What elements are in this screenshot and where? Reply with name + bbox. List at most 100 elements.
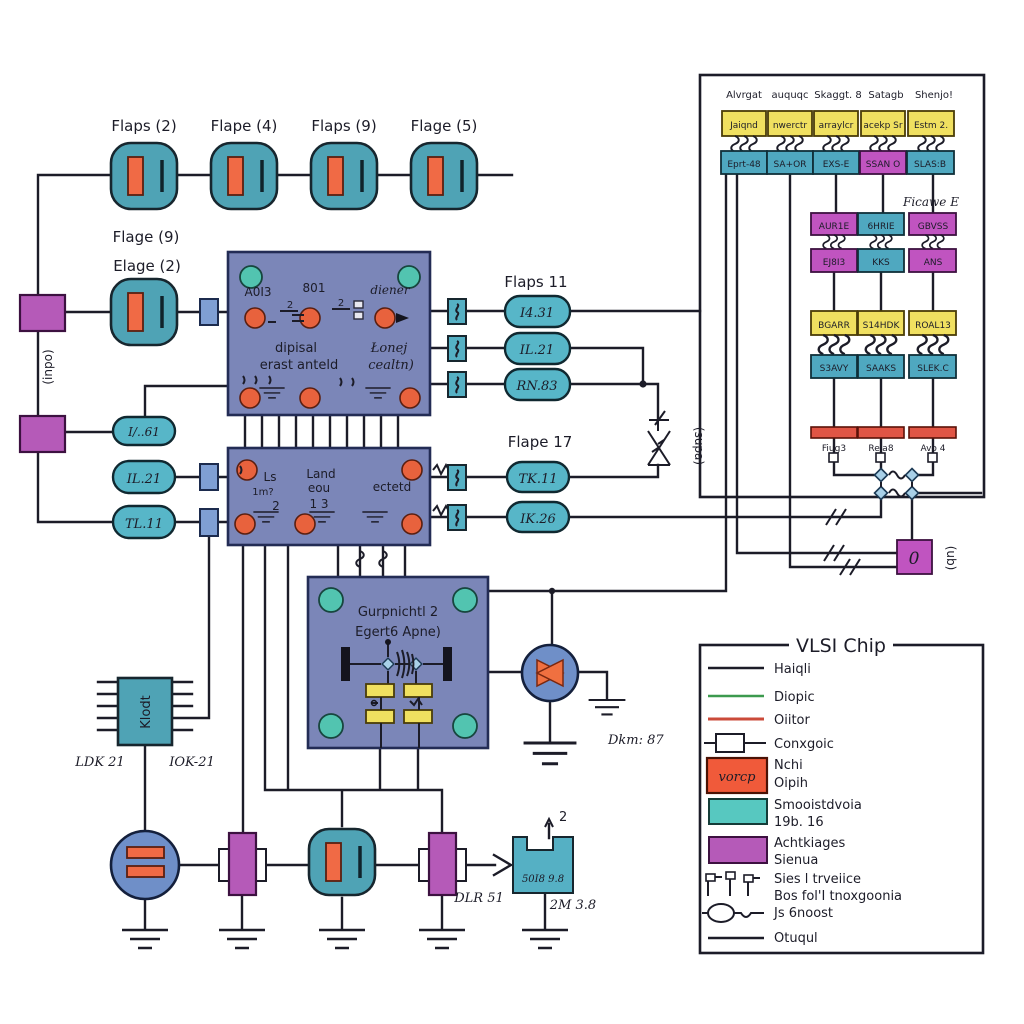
panel-yellow-box bbox=[907, 110, 955, 137]
block2-pin bbox=[401, 513, 423, 535]
legend: VLSI Chip Haiqli Diopic Oiitor Conxgoic … bbox=[698, 633, 985, 955]
legend-label-8a: Sies l trveiice bbox=[774, 872, 861, 887]
block1-output-connectors: Flaps 11 I4.31 IL.21 RN.83 bbox=[447, 273, 572, 402]
inpo-label: (inpo) bbox=[41, 349, 55, 384]
junction-dot bbox=[639, 380, 647, 388]
resistor-squiggle bbox=[823, 235, 845, 249]
flap-label-2: Flape (4) bbox=[211, 117, 278, 135]
block2-pin bbox=[294, 513, 316, 535]
legend-label-2: Diopic bbox=[774, 690, 815, 705]
legend-teal-swatch bbox=[708, 798, 768, 825]
figure-label: Ficawe E bbox=[902, 195, 959, 209]
resistor-squiggle bbox=[918, 136, 944, 152]
block1-t6: Łonej bbox=[370, 341, 408, 356]
ic-block-3: Gurpnichtl 2 Egert6 Apne) bbox=[306, 575, 490, 750]
legend-label-5a: Nchi bbox=[774, 758, 803, 773]
flap-label-1: Flaps (2) bbox=[111, 117, 176, 135]
pill-tl11 bbox=[111, 504, 177, 540]
pill-il21-right bbox=[503, 331, 572, 366]
connector-square bbox=[199, 463, 219, 491]
block1-t4: dipisal bbox=[275, 341, 317, 356]
block1-n1: 2 bbox=[287, 300, 293, 311]
legend-sensor-icon bbox=[702, 903, 764, 923]
flap-node-4 bbox=[409, 141, 479, 211]
legend-title-bg bbox=[789, 633, 893, 656]
block1-pin bbox=[239, 387, 261, 409]
valve-bowtie bbox=[535, 658, 564, 688]
pill-i431 bbox=[503, 294, 572, 329]
resistor-squiggle bbox=[870, 235, 892, 249]
bar-pin bbox=[828, 452, 839, 463]
panel-blue-box bbox=[812, 150, 860, 175]
bar-pin bbox=[927, 452, 938, 463]
block2-t4: Land bbox=[306, 467, 335, 481]
legend-label-7b: Sienua bbox=[774, 853, 818, 868]
bar-label: Fiug3 bbox=[822, 444, 846, 454]
panel-yellow-text: arraylcr bbox=[819, 121, 854, 131]
flap-label-4: Flage (5) bbox=[411, 117, 478, 135]
pill-ik26-text: IK.26 bbox=[519, 512, 556, 527]
legend-label-3: Oiitor bbox=[774, 713, 811, 728]
rowD-box bbox=[908, 354, 957, 379]
rowB-text: KKS bbox=[872, 258, 890, 268]
block1-t1: A0I3 bbox=[244, 285, 271, 299]
small-arrow-icon bbox=[544, 816, 554, 828]
rowC-box bbox=[857, 310, 905, 336]
rowB-box bbox=[857, 248, 905, 273]
pill-tk11 bbox=[505, 460, 571, 494]
ground-icon bbox=[417, 928, 467, 950]
legend-label-6a: Smooistdvoia bbox=[774, 798, 862, 813]
block2-t7: ectetd bbox=[373, 480, 411, 494]
panel-yellow-text: Estm 2. bbox=[914, 121, 948, 131]
legend-label-9: Js 6noost bbox=[773, 906, 833, 921]
resistor-squiggle bbox=[731, 136, 757, 152]
rowC-text: BGARR bbox=[818, 321, 850, 331]
panel-yellow-box bbox=[860, 110, 906, 137]
block3-yellow bbox=[403, 683, 433, 698]
pill-i61 bbox=[111, 415, 177, 447]
panel-header-2: auquqc bbox=[772, 90, 809, 101]
ground-icon bbox=[520, 928, 570, 950]
bar-label: Avo 4 bbox=[920, 444, 945, 454]
legend-label-5b: Oipih bbox=[774, 776, 808, 791]
rowA-text: 6HRIE bbox=[867, 222, 894, 232]
block3-t1: Gurpnichtl 2 bbox=[358, 605, 438, 620]
rowC-box bbox=[810, 310, 858, 336]
cap-plate bbox=[443, 647, 452, 681]
notch-chip-text: 50I8 9.8 bbox=[522, 874, 564, 885]
pill-i61-text: I/..61 bbox=[127, 425, 160, 439]
dkm-label: Dkm: 87 bbox=[607, 733, 664, 748]
input-connector-2 bbox=[18, 414, 67, 454]
panel-mid-text: SSAN O bbox=[866, 160, 900, 170]
block1-pad bbox=[239, 265, 263, 289]
block1-pin bbox=[244, 307, 266, 329]
right-panel: Alvrgat auquqc Skaggt. 8 Satagb Shenjo! … bbox=[698, 73, 986, 501]
legend-orange-box-text: vorcp bbox=[719, 770, 757, 785]
resistor-squiggle bbox=[870, 136, 896, 152]
block1-pin bbox=[399, 387, 421, 409]
flap-node-1 bbox=[109, 141, 179, 211]
panel-header-3: Skaggt. 8 bbox=[814, 90, 861, 101]
legend-purple-swatch bbox=[708, 836, 768, 864]
block1-t2: 801 bbox=[303, 281, 326, 295]
panel-yellow-text: acekp Sr bbox=[863, 121, 902, 131]
rowD-box bbox=[857, 354, 905, 379]
ground-icon bbox=[317, 928, 367, 950]
pill-il21-right-text: IL.21 bbox=[519, 343, 554, 358]
panel-red-bar bbox=[810, 426, 858, 439]
bar-pin bbox=[875, 452, 886, 463]
rowB-box bbox=[810, 248, 858, 273]
pill-i431-text: I4.31 bbox=[519, 306, 554, 321]
pill-tl11-text: TL.11 bbox=[125, 517, 163, 532]
rowC-text: ROAL13 bbox=[915, 321, 951, 331]
rowB-text: EJ8I3 bbox=[823, 258, 845, 268]
block2-t6: 1 3 bbox=[309, 497, 328, 511]
panel-blue-box bbox=[906, 150, 955, 175]
block1-t3: diener bbox=[370, 283, 410, 297]
notched-chip bbox=[512, 836, 574, 894]
cap-plate bbox=[341, 647, 350, 681]
klodt-label-1: LDK 21 bbox=[74, 755, 124, 770]
block1-pad bbox=[397, 265, 421, 289]
rowB-box bbox=[908, 248, 957, 273]
